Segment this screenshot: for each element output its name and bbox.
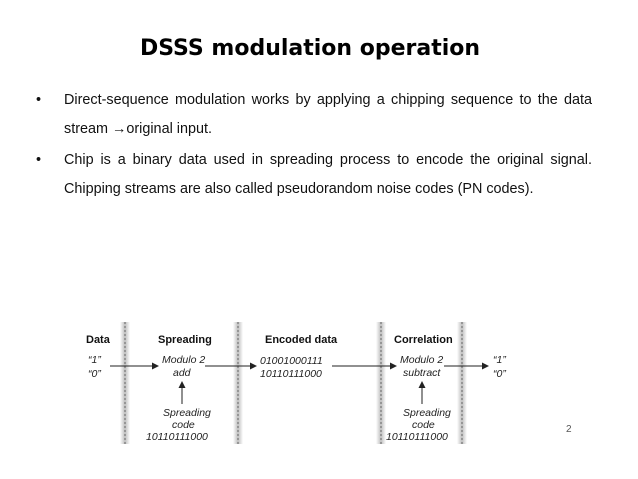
bullet-text: Chip is a binary data used in spreading … — [64, 152, 592, 197]
correlation-code-value: 10110111000 — [386, 431, 448, 443]
correlation-operation-label: subtract — [403, 367, 441, 379]
output-bit-zero: “0” — [493, 368, 506, 380]
header-correlation: Correlation — [394, 334, 453, 346]
bullet-item: • Direct-sequence modulation works by ap… — [36, 86, 592, 144]
dsss-diagram: Data Spreading Encoded data Correlation … — [86, 322, 506, 444]
bullet-list: • Direct-sequence modulation works by ap… — [36, 86, 592, 206]
spreading-code-label: Spreading — [163, 407, 211, 419]
correlation-code-label: Spreading — [403, 407, 451, 419]
correlation-operation-label: Modulo 2 — [400, 354, 443, 366]
spreading-operation-label: Modulo 2 — [162, 354, 205, 366]
input-bit-zero: “0” — [88, 368, 101, 380]
bullet-text: Direct-sequence modulation works by appl… — [64, 92, 592, 137]
bullet-marker: • — [36, 92, 42, 108]
spreading-code-label: code — [172, 419, 195, 431]
header-encoded-data: Encoded data — [265, 334, 338, 346]
encoded-bits-zero: 10110111000 — [260, 368, 322, 380]
slide-title: DSSS modulation operation — [139, 36, 481, 61]
output-bit-one: “1” — [493, 354, 506, 366]
correlation-code-label: code — [412, 419, 435, 431]
spreading-code-value: 10110111000 — [146, 431, 208, 443]
encoded-bits-one: 01001000111 — [260, 355, 323, 367]
input-bit-one: “1” — [88, 354, 101, 366]
bullet-item: • Chip is a binary data used in spreadin… — [36, 146, 592, 204]
bullet-marker: • — [36, 152, 42, 168]
page-number: 2 — [566, 424, 572, 435]
spreading-operation-label: add — [173, 367, 192, 379]
header-spreading: Spreading — [158, 334, 212, 346]
header-data: Data — [86, 334, 111, 346]
